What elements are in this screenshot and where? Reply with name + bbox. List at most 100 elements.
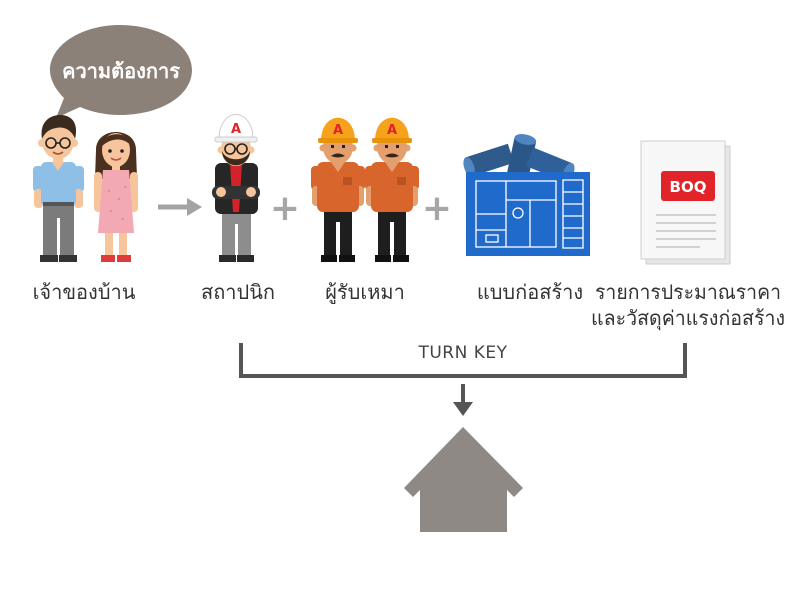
- roll-body: [505, 137, 537, 183]
- turn-key-bracket: TURN KEY: [239, 343, 687, 378]
- architect-right-hand: [246, 187, 256, 197]
- woman-face: [102, 133, 130, 167]
- man-right-hand: [74, 189, 83, 208]
- woman-left-leg: [105, 230, 113, 257]
- man-face: [42, 123, 74, 159]
- worker-shirt: [371, 162, 413, 212]
- speech-bubble-text: ความต้องการ: [62, 59, 180, 83]
- woman-right-eye: [120, 149, 124, 153]
- woman-shoes: [101, 255, 131, 262]
- architect-icon: A: [212, 114, 260, 262]
- man-collar: [52, 162, 64, 171]
- speech-bubble: ความต้องการ: [50, 25, 192, 118]
- roll-end: [514, 134, 537, 145]
- helmet-icon: A: [214, 114, 258, 143]
- architect-left-hand: [216, 187, 226, 197]
- plan-title-block: [562, 179, 584, 249]
- contractor-workers-icon: A A: [311, 117, 419, 262]
- label-boq-line-1: รายการประมาณราคา: [595, 280, 781, 304]
- label-blueprint: แบบก่อสร้าง: [477, 280, 583, 304]
- architect-beard: [222, 151, 250, 166]
- woman-dress: [98, 170, 134, 233]
- label-boq-line-2: และวัสดุค่าแรงก่อสร้าง: [591, 306, 785, 331]
- worker-helmet-brim: [318, 138, 358, 143]
- helmet-icon: A: [318, 117, 358, 143]
- roll-body: [465, 143, 515, 177]
- roll-end: [463, 157, 475, 177]
- house-icon: [404, 427, 523, 532]
- homeowner-woman: [94, 132, 138, 262]
- boq-text-lines: [656, 214, 716, 248]
- worker-shoes: [375, 255, 409, 262]
- woman-left-arm: [94, 172, 102, 212]
- contractor-worker-2: A: [365, 117, 419, 262]
- boq-badge: [661, 171, 715, 201]
- blueprint-floor-plan: [475, 179, 584, 249]
- arrow-down-head: [453, 402, 473, 416]
- homeowner-man: [33, 115, 84, 262]
- architect-pants: [222, 211, 251, 257]
- worker-helmet-letter: A: [333, 123, 343, 138]
- label-contractor: ผู้รับเหมา: [325, 280, 405, 305]
- arrow-right-icon: [158, 198, 202, 216]
- helmet-icon: A: [372, 117, 412, 143]
- plus-icon: +: [270, 188, 300, 229]
- man-neck: [53, 155, 63, 164]
- worker-pocket: [343, 177, 352, 185]
- plan-fixture: [512, 207, 524, 219]
- blueprint-roll-left: [463, 143, 515, 177]
- worker-shoes: [321, 255, 355, 262]
- worker-collar: [385, 162, 399, 172]
- worker-helmet-dome: [321, 117, 355, 141]
- glasses-icon: [224, 143, 248, 155]
- plan-stairs: [485, 234, 499, 243]
- architect-shoes: [219, 255, 254, 262]
- blueprint-icon: [463, 134, 590, 256]
- bracket-line: [239, 343, 687, 378]
- homeowner-couple-icon: [33, 115, 138, 262]
- worker-eyes: [385, 145, 399, 148]
- woman-right-arm: [130, 172, 138, 212]
- blueprint-roll-middle: [505, 134, 537, 183]
- worker-mustache: [385, 153, 399, 158]
- boq-badge-text: BOQ: [670, 178, 707, 196]
- man-shoes: [40, 255, 77, 262]
- label-architect: สถาปนิก: [201, 280, 275, 304]
- woman-left-eye: [108, 149, 112, 153]
- worker-collar: [331, 162, 345, 172]
- worker-pants: [324, 209, 352, 257]
- arrow-down-icon: [453, 384, 473, 416]
- worker-eyes: [331, 145, 345, 148]
- plan-title-lines: [563, 191, 583, 239]
- worker-pocket: [397, 177, 406, 185]
- turn-key-label: TURN KEY: [417, 343, 507, 363]
- woman-neck: [112, 163, 120, 173]
- boq-document-icon: BOQ: [640, 140, 731, 265]
- plan-inner-walls: [476, 181, 556, 247]
- architect-helmet-brim: [214, 136, 258, 143]
- man-belt: [43, 202, 74, 206]
- blueprint-rolls: [463, 134, 575, 183]
- man-smile: [52, 151, 64, 155]
- worker-helmet-brim: [372, 138, 412, 143]
- worker-shirt: [317, 162, 359, 212]
- worker-pants: [378, 209, 406, 257]
- architect-helmet-letter: A: [231, 122, 241, 137]
- woman-bangs: [101, 134, 132, 147]
- worker-helmet-letter: A: [387, 123, 397, 138]
- arrow-right-head: [187, 198, 202, 216]
- worker-helmet-dome: [375, 117, 409, 141]
- woman-smile: [110, 157, 122, 161]
- plus-icon: +: [422, 188, 452, 229]
- contractor-worker-1: A: [311, 117, 365, 262]
- speech-bubble-shape: [50, 25, 192, 118]
- label-homeowner: เจ้าของบ้าน: [33, 280, 136, 304]
- man-hair: [41, 115, 77, 139]
- worker-mustache: [331, 153, 345, 158]
- woman-right-leg: [119, 230, 127, 257]
- man-pants: [43, 203, 74, 257]
- glasses-icon: [45, 137, 71, 149]
- man-shirt: [41, 162, 76, 206]
- man-left-hand: [34, 189, 43, 208]
